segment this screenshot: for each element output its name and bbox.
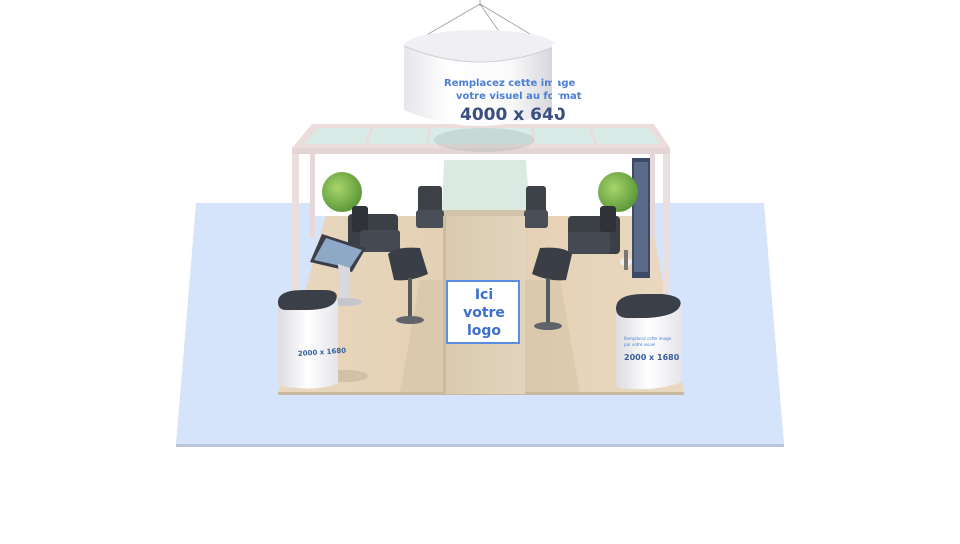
bar-stool-left xyxy=(388,247,428,324)
side-table-right xyxy=(620,250,632,270)
counter-left: 2000 x 1680 xyxy=(278,290,368,389)
frame-post-right-front xyxy=(663,148,670,308)
counter-right-size: 2000 x 1680 xyxy=(624,353,680,362)
ceiling-glass xyxy=(304,128,660,144)
logo-line-1: Ici xyxy=(475,287,493,303)
plant-left xyxy=(322,172,362,212)
central-spine-top xyxy=(442,160,530,214)
counter-right-line-2: par votre visuel xyxy=(624,342,655,347)
counter-right-line-1: Remplacez cette image xyxy=(624,336,672,341)
banner-line-1: Remplacez cette image xyxy=(444,78,576,89)
counter-right: Remplacez cette image par votre visuel 2… xyxy=(616,294,682,390)
logo-line-2: votre xyxy=(463,305,505,321)
banner-line-2: votre visuel au format xyxy=(456,91,582,102)
banner-size: 4000 x 640 xyxy=(460,105,566,125)
hanging-banner: Remplacez cette image votre visuel au fo… xyxy=(403,0,582,126)
frame-post-left-front xyxy=(292,148,299,308)
armchair-right xyxy=(568,206,620,254)
frame-post-left-back xyxy=(310,128,315,238)
frame-post-right-back xyxy=(650,128,655,238)
tablet-kiosk xyxy=(310,234,366,306)
armchair-left xyxy=(348,206,400,252)
armchair-back-left xyxy=(416,186,444,228)
counter-left-size: 2000 x 1680 xyxy=(298,347,347,358)
bar-stool-right xyxy=(532,247,572,330)
armchair-back-right xyxy=(524,186,548,228)
logo-panel: Ici votre logo xyxy=(446,280,520,344)
banner-shadow xyxy=(434,128,534,152)
logo-line-3: logo xyxy=(467,323,501,339)
floor-carpet-edge xyxy=(176,444,784,447)
plant-right xyxy=(598,172,638,212)
